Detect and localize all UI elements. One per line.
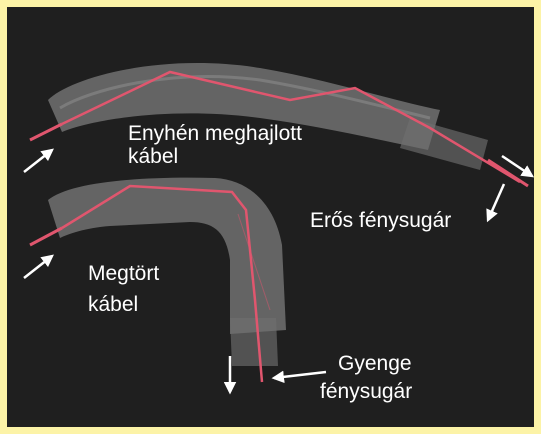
- label-weak-line1: Gyenge: [338, 352, 412, 375]
- label-slightly-bent-line2: kábel: [128, 145, 178, 168]
- label-broken-line1: Megtört: [88, 262, 159, 285]
- label-weak-line2: fénysugár: [320, 380, 412, 403]
- label-broken-line2: kábel: [88, 293, 138, 316]
- label-slightly-bent-line1: Enyhén meghajlott: [128, 122, 302, 145]
- label-strong-beam: Erős fénysugár: [310, 209, 451, 232]
